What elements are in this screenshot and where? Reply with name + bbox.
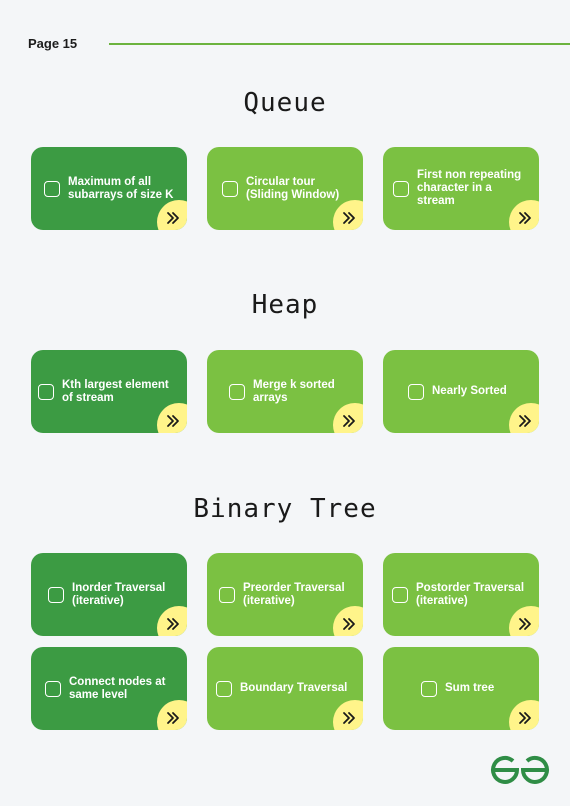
double-chevron-right-icon[interactable] <box>165 211 181 225</box>
checkbox-icon[interactable] <box>421 680 437 697</box>
header-divider <box>109 43 570 45</box>
geeksforgeeks-logo-icon <box>491 755 549 784</box>
problem-card[interactable]: Maximum of all subarrays of size K <box>31 147 187 230</box>
double-chevron-right-icon[interactable] <box>517 617 533 631</box>
problem-card-label: Preorder Traversal (iterative) <box>243 581 345 607</box>
checkbox-icon[interactable] <box>392 586 408 603</box>
double-chevron-right-icon[interactable] <box>341 414 357 428</box>
checkbox-icon[interactable] <box>216 680 232 697</box>
page-number: Page 15 <box>28 36 78 51</box>
problem-card[interactable]: Merge k sorted arrays <box>207 350 363 433</box>
problem-card-label: Maximum of all subarrays of size K <box>68 175 174 201</box>
double-chevron-right-icon[interactable] <box>165 617 181 631</box>
checkbox-icon[interactable] <box>45 680 61 697</box>
double-chevron-right-icon[interactable] <box>517 211 533 225</box>
problem-card[interactable]: Connect nodes at same level <box>31 647 187 730</box>
checkbox-icon[interactable] <box>48 586 64 603</box>
problem-card-label: Inorder Traversal (iterative) <box>72 581 166 607</box>
problem-card[interactable]: Nearly Sorted <box>383 350 539 433</box>
checkbox-icon[interactable] <box>229 383 245 400</box>
problem-card[interactable]: Boundary Traversal <box>207 647 363 730</box>
problem-card-label: Nearly Sorted <box>432 385 507 397</box>
section-title-queue: Queue <box>243 88 327 118</box>
checkbox-icon[interactable] <box>38 383 54 400</box>
double-chevron-right-icon[interactable] <box>341 211 357 225</box>
checkbox-icon[interactable] <box>222 180 238 197</box>
section-title-heap: Heap <box>251 290 319 320</box>
double-chevron-right-icon[interactable] <box>517 414 533 428</box>
double-chevron-right-icon[interactable] <box>341 711 357 725</box>
problem-card-label: First non repeating character in a strea… <box>417 169 522 207</box>
problem-card[interactable]: Postorder Traversal (iterative) <box>383 553 539 636</box>
problem-card[interactable]: Sum tree <box>383 647 539 730</box>
problem-card[interactable]: First non repeating character in a strea… <box>383 147 539 230</box>
problem-card-label: Connect nodes at same level <box>69 675 166 701</box>
section-title-binary-tree: Binary Tree <box>193 494 377 524</box>
checkbox-icon[interactable] <box>408 383 424 400</box>
problem-card[interactable]: Kth largest element of stream <box>31 350 187 433</box>
problem-card-label: Circular tour (Sliding Window) <box>246 175 340 201</box>
problem-card-label: Merge k sorted arrays <box>253 378 335 404</box>
problem-card[interactable]: Inorder Traversal (iterative) <box>31 553 187 636</box>
problem-card[interactable]: Circular tour (Sliding Window) <box>207 147 363 230</box>
problem-card-label: Sum tree <box>445 682 495 694</box>
double-chevron-right-icon[interactable] <box>517 711 533 725</box>
problem-card[interactable]: Preorder Traversal (iterative) <box>207 553 363 636</box>
problem-card-label: Postorder Traversal (iterative) <box>416 581 525 607</box>
double-chevron-right-icon[interactable] <box>341 617 357 631</box>
checkbox-icon[interactable] <box>44 180 60 197</box>
problem-card-label: Boundary Traversal <box>240 682 348 694</box>
double-chevron-right-icon[interactable] <box>165 711 181 725</box>
problem-card-label: Kth largest element of stream <box>62 378 169 404</box>
checkbox-icon[interactable] <box>393 180 409 197</box>
checkbox-icon[interactable] <box>219 586 235 603</box>
double-chevron-right-icon[interactable] <box>165 414 181 428</box>
